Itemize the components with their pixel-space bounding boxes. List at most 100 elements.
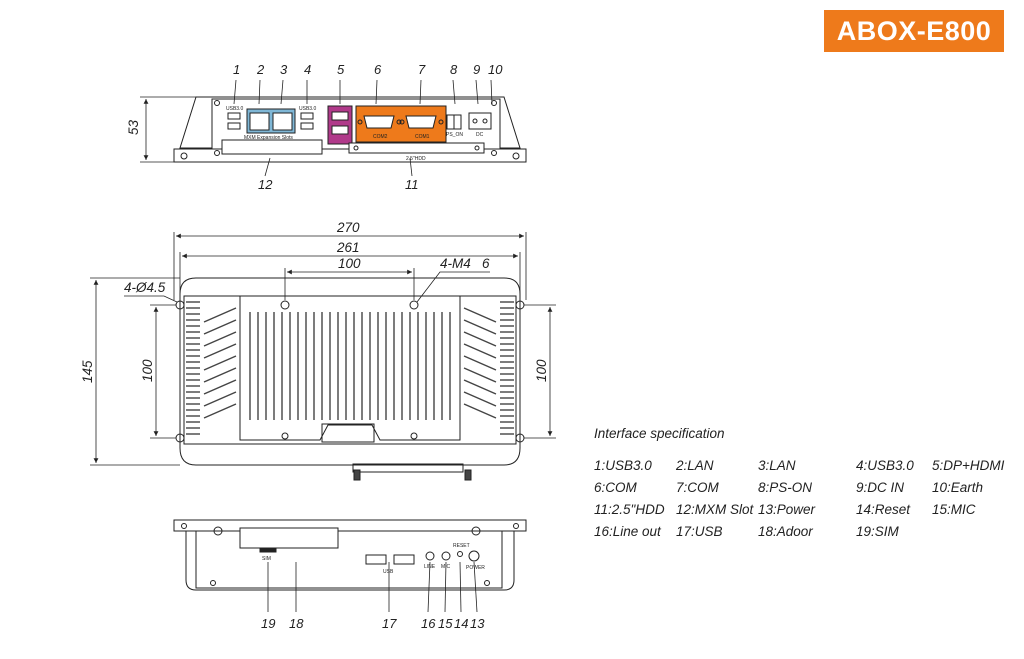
callout-leader xyxy=(280,79,284,105)
heatsink-fin xyxy=(203,355,237,371)
heatsink-fin xyxy=(203,319,237,335)
line-out-jack xyxy=(425,551,435,561)
callout-leader xyxy=(233,79,237,105)
sim-slot xyxy=(259,548,277,553)
front-bottom-callouts: 12 11 xyxy=(258,157,419,192)
dim-145: 145 xyxy=(80,360,95,383)
lan-port-3 xyxy=(272,112,293,131)
label-reset: RESET xyxy=(453,543,470,549)
front-dim-height xyxy=(140,96,196,163)
dim-hole-label: 4-Ø4.5 xyxy=(124,280,166,295)
panel-screw xyxy=(491,100,497,106)
heatsink-fin xyxy=(463,319,497,335)
antenna-right xyxy=(464,469,472,481)
heatsink-fin xyxy=(203,391,237,407)
com-port-1 xyxy=(405,115,437,129)
mic-jack xyxy=(441,551,451,561)
rear-panel xyxy=(195,530,503,589)
front-view xyxy=(173,96,527,163)
label-usb-right: USB3.0 xyxy=(299,106,316,112)
rear-flange xyxy=(173,519,527,532)
callout-leader xyxy=(444,561,447,613)
heatsink-fin xyxy=(463,331,497,347)
panel-screw xyxy=(491,150,497,156)
spec-item: 6:COM xyxy=(594,480,637,495)
callout-13: 13 xyxy=(470,616,485,631)
heatsink-fin xyxy=(203,403,237,419)
label-pson: PS_ON xyxy=(446,132,463,138)
front-port-labels: USB3.0 USB3.0 COM2 COM1 PS_ON DC MXM Exp… xyxy=(226,106,484,162)
spec-item: 13:Power xyxy=(758,502,816,517)
usb-port-17b xyxy=(393,554,415,565)
heatsink-fins xyxy=(186,301,514,435)
callout-16: 16 xyxy=(421,616,436,631)
dim-screw-label: 4-M4 xyxy=(440,256,471,271)
spec-item: 19:SIM xyxy=(856,524,899,539)
rear-connector xyxy=(352,463,464,473)
callout-6: 6 xyxy=(374,62,382,77)
callout-2: 2 xyxy=(256,62,265,77)
label-power: POWER xyxy=(466,565,485,571)
spec-item: 18:Adoor xyxy=(758,524,813,539)
panel-screw xyxy=(214,150,220,156)
callout-5: 5 xyxy=(337,62,345,77)
flange-hole xyxy=(180,152,188,160)
hdmi-port xyxy=(331,125,349,135)
label-com2: COM2 xyxy=(373,134,388,140)
com-port-2 xyxy=(363,115,395,129)
heatsink-fin xyxy=(463,391,497,407)
flange-hole xyxy=(512,152,520,160)
top-dim-labels: 270 261 100 4-Ø4.5 4-M4 6 145 100 100 xyxy=(80,220,549,383)
heatsink-fin xyxy=(203,343,237,359)
label-mxm-slot: MXM Expansion Slots xyxy=(244,135,293,141)
callout-9: 9 xyxy=(473,62,480,77)
label-sim: SIM xyxy=(262,556,271,562)
spec-item: 4:USB3.0 xyxy=(856,458,914,473)
callout-7: 7 xyxy=(418,62,426,77)
spec-item: 8:PS-ON xyxy=(758,480,813,495)
callout-19: 19 xyxy=(261,616,275,631)
spec-item: 15:MIC xyxy=(932,502,976,517)
callout-14: 14 xyxy=(454,616,468,631)
spec-item: 14:Reset xyxy=(856,502,911,517)
heatsink-fin xyxy=(463,379,497,395)
top-dims xyxy=(90,232,556,466)
heatsink-fin xyxy=(203,307,237,323)
dim-53: 53 xyxy=(126,119,141,135)
callout-leader xyxy=(452,79,456,105)
spec-item: 5:DP+HDMI xyxy=(932,458,1005,473)
callout-11: 11 xyxy=(405,177,419,192)
heatsink-fin xyxy=(463,343,497,359)
top-view xyxy=(175,277,525,481)
reset-button xyxy=(457,551,463,557)
callout-leader xyxy=(475,79,479,105)
callout-10: 10 xyxy=(488,62,503,77)
heatsink-fin xyxy=(463,367,497,383)
bottom-lip xyxy=(321,423,375,443)
callout-leader xyxy=(375,79,378,105)
callout-leader xyxy=(490,79,493,105)
mxm-slot xyxy=(221,139,323,155)
label-dc: DC xyxy=(476,132,484,138)
dim-100-top: 100 xyxy=(338,256,361,271)
spec-item: 1:USB3.0 xyxy=(594,458,652,473)
callout-4: 4 xyxy=(304,62,311,77)
callout-leader xyxy=(427,561,431,613)
label-usb: USB xyxy=(383,569,394,575)
power-button xyxy=(468,550,480,562)
heatsink-fin xyxy=(463,355,497,371)
center-fin-area xyxy=(239,295,461,441)
spec-item: 16:Line out xyxy=(594,524,661,539)
spec-item: 12:MXM Slot xyxy=(676,502,754,517)
callout-leader xyxy=(459,561,462,613)
heatsink-fin xyxy=(203,331,237,347)
callout-1: 1 xyxy=(233,62,240,77)
lan-port-2 xyxy=(249,112,270,131)
